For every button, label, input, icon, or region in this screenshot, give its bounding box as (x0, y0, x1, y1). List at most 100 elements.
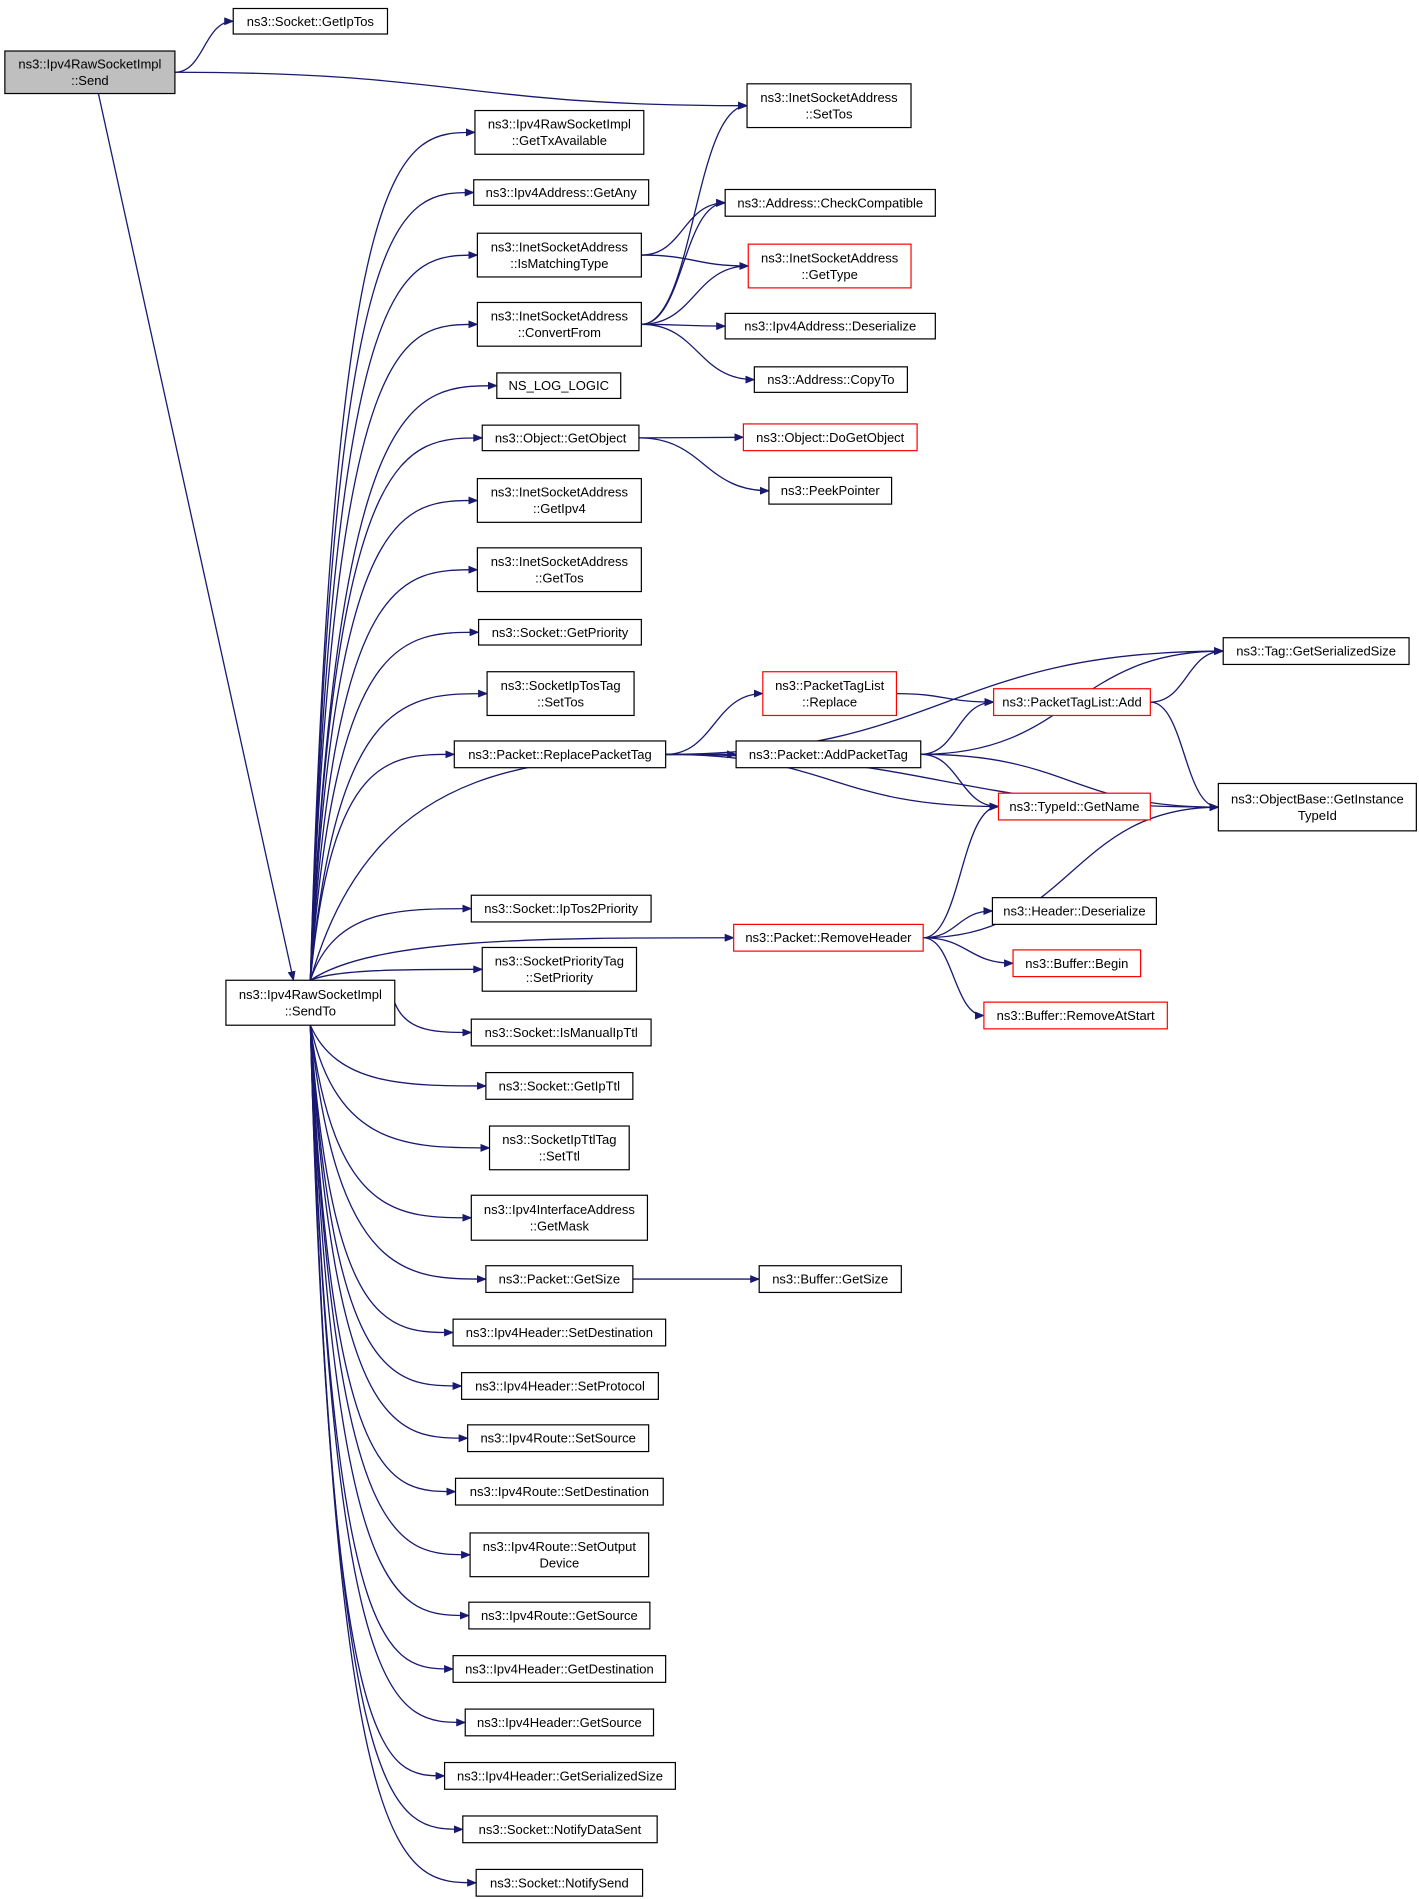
node-replacetag[interactable]: ns3::Packet::ReplacePacketTag (453, 740, 667, 769)
node-ifaddrmask[interactable]: ns3::Ipv4InterfaceAddress::GetMask (470, 1194, 649, 1241)
node-ptlreplace[interactable]: ns3::PacketTagList::Replace (762, 671, 898, 717)
node-iptos2prio[interactable]: ns3::Socket::IpTos2Priority (470, 894, 652, 923)
node-box-getpriority[interactable] (477, 618, 642, 646)
node-box-hdrdeser[interactable] (991, 897, 1157, 925)
node-box-typeidname[interactable] (997, 792, 1151, 821)
node-box-ismanualttl[interactable] (470, 1018, 652, 1047)
node-getobject[interactable]: ns3::Object::GetObject (481, 424, 640, 452)
node-box-rtgetsrc[interactable] (468, 1601, 651, 1630)
node-peekpointer[interactable]: ns3::PeekPointer (768, 476, 893, 505)
node-box-replacetag[interactable] (453, 740, 667, 769)
node-hdrsetdest[interactable]: ns3::Ipv4Header::SetDestination (452, 1318, 667, 1347)
node-box-hdrgetsrc[interactable] (464, 1708, 655, 1737)
node-box-nslog[interactable] (496, 372, 622, 400)
node-box-removehdr[interactable] (733, 923, 924, 952)
node-copyto[interactable]: ns3::Address::CopyTo (753, 366, 908, 393)
node-gettype[interactable]: ns3::InetSocketAddress::GetType (747, 243, 912, 289)
node-getany[interactable]: ns3::Ipv4Address::GetAny (473, 179, 650, 206)
node-box-ifaddrmask[interactable] (470, 1194, 649, 1241)
node-getiptos[interactable]: ns3::Socket::GetIpTos (232, 7, 389, 35)
node-box-ptlreplace[interactable] (762, 671, 898, 717)
node-box-hdrsetproto[interactable] (460, 1372, 659, 1400)
node-box-getipv4[interactable] (476, 477, 642, 523)
node-notifysend[interactable]: ns3::Socket::NotifySend (475, 1868, 644, 1897)
node-box-tagserial[interactable] (1222, 637, 1410, 666)
node-getpriority[interactable]: ns3::Socket::GetPriority (477, 618, 642, 646)
node-box-send[interactable] (4, 50, 176, 95)
node-removehdr[interactable]: ns3::Packet::RemoveHeader (733, 923, 924, 952)
node-iptostag[interactable]: ns3::SocketIpTosTag::SetTos (486, 671, 635, 717)
node-rtgetsrc[interactable]: ns3::Ipv4Route::GetSource (468, 1601, 651, 1630)
node-box-gettype[interactable] (747, 243, 912, 289)
node-box-ipttltag[interactable] (488, 1125, 630, 1171)
node-box-hdrgetser[interactable] (443, 1761, 676, 1790)
node-tagserial[interactable]: ns3::Tag::GetSerializedSize (1222, 637, 1410, 666)
node-settos_isa[interactable]: ns3::InetSocketAddress::SetTos (746, 83, 912, 129)
node-box-ptladd[interactable] (993, 688, 1151, 717)
node-box-peekpointer[interactable] (768, 476, 893, 505)
node-box-convertfrom[interactable] (476, 301, 642, 347)
node-notifydata[interactable]: ns3::Socket::NotifyDataSent (462, 1815, 658, 1844)
node-checkcompat[interactable]: ns3::Address::CheckCompatible (724, 188, 936, 217)
node-rtsetsrc[interactable]: ns3::Ipv4Route::SetSource (467, 1424, 650, 1453)
node-box-gettxavail[interactable] (474, 109, 645, 155)
node-pktgetsize[interactable]: ns3::Packet::GetSize (485, 1265, 634, 1294)
node-box-gettos[interactable] (476, 547, 642, 593)
node-box-ismatching[interactable] (476, 232, 642, 278)
node-sendto[interactable]: ns3::Ipv4RawSocketImpl::SendTo (225, 979, 396, 1026)
node-box-rtsetout[interactable] (469, 1532, 650, 1578)
node-bufremove[interactable]: ns3::Buffer::RemoveAtStart (983, 1001, 1168, 1030)
node-box-checkcompat[interactable] (724, 188, 936, 217)
node-box-hdrgetdest[interactable] (452, 1655, 667, 1683)
node-box-pktgetsize[interactable] (485, 1265, 634, 1294)
node-bufgetsize[interactable]: ns3::Buffer::GetSize (758, 1265, 902, 1294)
node-hdrgetser[interactable]: ns3::Ipv4Header::GetSerializedSize (443, 1761, 676, 1790)
node-ptladd[interactable]: ns3::PacketTagList::Add (993, 688, 1151, 717)
node-box-getiptos[interactable] (232, 7, 389, 35)
node-gettxavail[interactable]: ns3::Ipv4RawSocketImpl::GetTxAvailable (474, 109, 645, 155)
node-box-dogetobject[interactable] (742, 423, 918, 452)
node-nslog[interactable]: NS_LOG_LOGIC (496, 372, 622, 400)
node-box-getany[interactable] (473, 179, 650, 206)
node-hdrgetdest[interactable]: ns3::Ipv4Header::GetDestination (452, 1655, 667, 1683)
node-convertfrom[interactable]: ns3::InetSocketAddress::ConvertFrom (476, 301, 642, 347)
node-hdrdeser[interactable]: ns3::Header::Deserialize (991, 897, 1157, 925)
node-ipv4deser[interactable]: ns3::Ipv4Address::Deserialize (724, 312, 936, 340)
node-bufbegin[interactable]: ns3::Buffer::Begin (1012, 949, 1142, 978)
node-box-objbase[interactable] (1217, 782, 1417, 832)
node-box-ipv4deser[interactable] (724, 312, 936, 340)
node-prioritytag[interactable]: ns3::SocketPriorityTag::SetPriority (481, 946, 638, 992)
node-dogetobject[interactable]: ns3::Object::DoGetObject (742, 423, 918, 452)
node-box-bufgetsize[interactable] (758, 1265, 902, 1294)
node-box-rtsetdest[interactable] (454, 1477, 664, 1506)
node-box-getipttl[interactable] (485, 1071, 634, 1100)
node-box-bufremove[interactable] (983, 1001, 1168, 1030)
node-typeidname[interactable]: ns3::TypeId::GetName (997, 792, 1151, 821)
node-box-hdrsetdest[interactable] (452, 1318, 667, 1347)
node-gettos[interactable]: ns3::InetSocketAddress::GetTos (476, 547, 642, 593)
node-hdrgetsrc[interactable]: ns3::Ipv4Header::GetSource (464, 1708, 655, 1737)
node-box-iptos2prio[interactable] (470, 894, 652, 923)
node-box-sendto[interactable] (225, 979, 396, 1026)
node-getipttl[interactable]: ns3::Socket::GetIpTtl (485, 1071, 634, 1100)
node-box-notifydata[interactable] (462, 1815, 658, 1844)
node-box-copyto[interactable] (753, 366, 908, 393)
node-ipttltag[interactable]: ns3::SocketIpTtlTag::SetTtl (488, 1125, 630, 1171)
node-box-getobject[interactable] (481, 424, 640, 452)
node-box-rtsetsrc[interactable] (467, 1424, 650, 1453)
node-addtag[interactable]: ns3::Packet::AddPacketTag (735, 740, 922, 769)
node-box-iptostag[interactable] (486, 671, 635, 717)
node-hdrsetproto[interactable]: ns3::Ipv4Header::SetProtocol (460, 1372, 659, 1400)
node-ismanualttl[interactable]: ns3::Socket::IsManualIpTtl (470, 1018, 652, 1047)
node-box-addtag[interactable] (735, 740, 922, 769)
node-send[interactable]: ns3::Ipv4RawSocketImpl::Send (4, 50, 176, 95)
node-getipv4[interactable]: ns3::InetSocketAddress::GetIpv4 (476, 477, 642, 523)
node-box-settos_isa[interactable] (746, 83, 912, 129)
node-rtsetdest[interactable]: ns3::Ipv4Route::SetDestination (454, 1477, 664, 1506)
node-box-prioritytag[interactable] (481, 946, 638, 992)
node-box-notifysend[interactable] (475, 1868, 644, 1897)
node-ismatching[interactable]: ns3::InetSocketAddress::IsMatchingType (476, 232, 642, 278)
node-box-bufbegin[interactable] (1012, 949, 1142, 978)
